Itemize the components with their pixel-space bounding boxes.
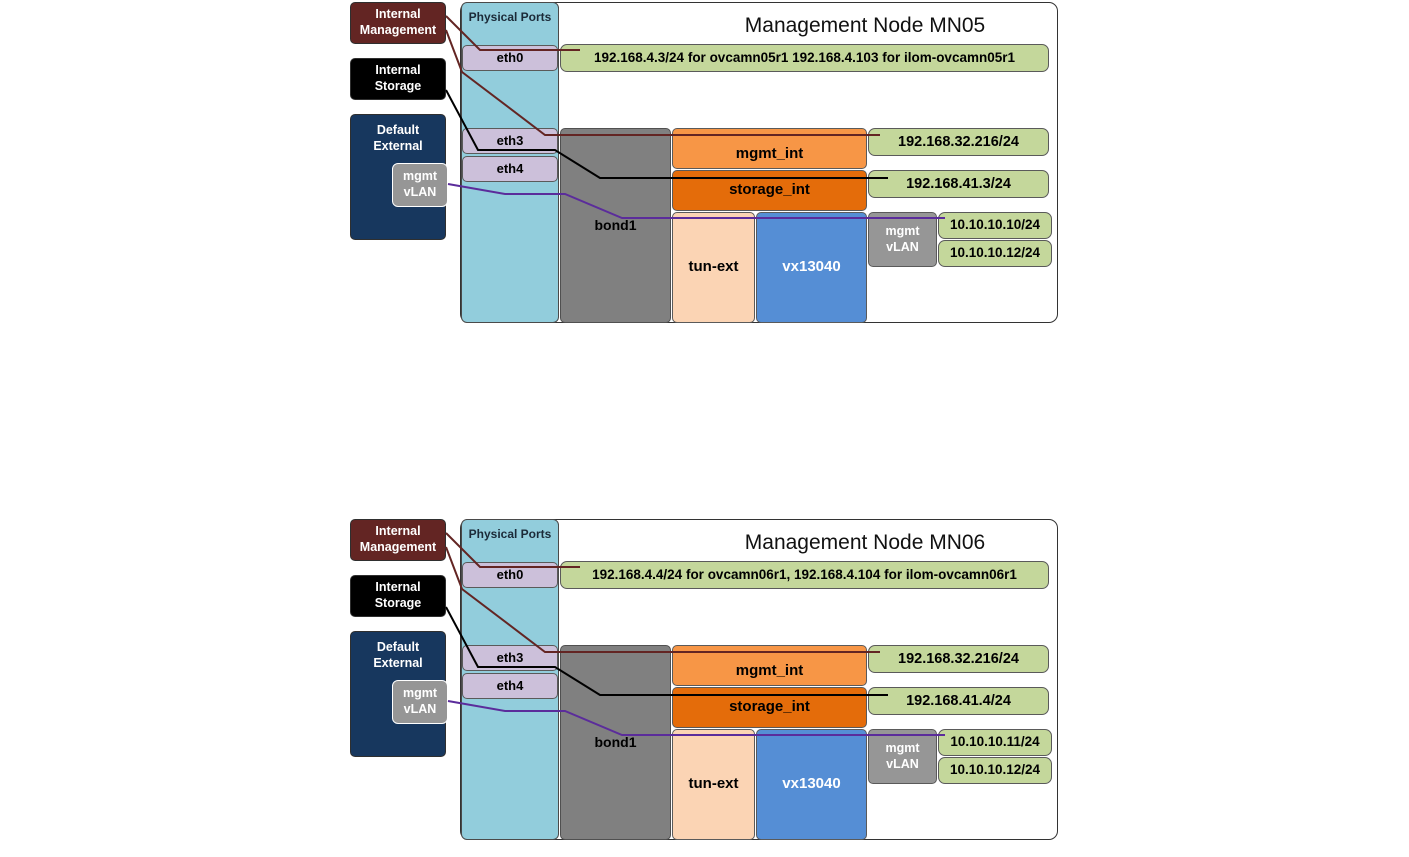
internal-storage-network: Internal Storage: [350, 58, 446, 100]
mgmt-int-interface: mgmt_int: [672, 128, 867, 169]
storage-int-interface: storage_int: [672, 687, 867, 728]
mgmt-vlan-interface: mgmt vLAN: [868, 729, 937, 784]
physical-ports-label: Physical Ports: [468, 527, 552, 541]
port-eth3: eth3: [462, 645, 558, 671]
node-diagram-1: Physical Ports Management Node MN05 Inte…: [0, 0, 1409, 340]
node-title: Management Node MN05: [744, 14, 986, 37]
storage-int-interface: storage_int: [672, 170, 867, 211]
node-title: Management Node MN06: [744, 531, 986, 554]
tun-ext-interface: tun-ext: [672, 729, 755, 840]
default-external-label: Default External: [373, 123, 423, 153]
port-eth3: eth3: [462, 128, 558, 154]
vlan-ip-address-1: 10.10.10.11/24: [938, 729, 1052, 756]
mgmt-vlan-tag: mgmt vLAN: [392, 680, 448, 724]
mgmt-vlan-interface: mgmt vLAN: [868, 212, 937, 267]
node-diagram-2: Physical Ports Management Node MN06 Inte…: [0, 517, 1409, 857]
vx13040-interface: vx13040: [756, 212, 867, 323]
port-eth0: eth0: [462, 562, 558, 588]
bond1-interface: bond1: [560, 645, 671, 840]
storage-int-ip-address: 192.168.41.3/24: [868, 170, 1049, 198]
mgmt-int-interface: mgmt_int: [672, 645, 867, 686]
default-external-label: Default External: [373, 640, 423, 670]
vx13040-interface: vx13040: [756, 729, 867, 840]
internal-storage-network: Internal Storage: [350, 575, 446, 617]
port-eth0: eth0: [462, 45, 558, 71]
mgmt-int-ip-address: 192.168.32.216/24: [868, 128, 1049, 156]
vlan-ip-address-1: 10.10.10.10/24: [938, 212, 1052, 239]
internal-management-network: Internal Management: [350, 519, 446, 561]
vlan-ip-address-2: 10.10.10.12/24: [938, 757, 1052, 784]
eth0-ip-address: 192.168.4.4/24 for ovcamn06r1, 192.168.4…: [560, 561, 1049, 589]
port-eth4: eth4: [462, 673, 558, 699]
bond1-interface: bond1: [560, 128, 671, 323]
mgmt-vlan-tag: mgmt vLAN: [392, 163, 448, 207]
mgmt-int-ip-address: 192.168.32.216/24: [868, 645, 1049, 673]
physical-ports-label: Physical Ports: [468, 10, 552, 24]
tun-ext-interface: tun-ext: [672, 212, 755, 323]
eth0-ip-address: 192.168.4.3/24 for ovcamn05r1 192.168.4.…: [560, 44, 1049, 72]
storage-int-ip-address: 192.168.41.4/24: [868, 687, 1049, 715]
vlan-ip-address-2: 10.10.10.12/24: [938, 240, 1052, 267]
internal-management-network: Internal Management: [350, 2, 446, 44]
port-eth4: eth4: [462, 156, 558, 182]
